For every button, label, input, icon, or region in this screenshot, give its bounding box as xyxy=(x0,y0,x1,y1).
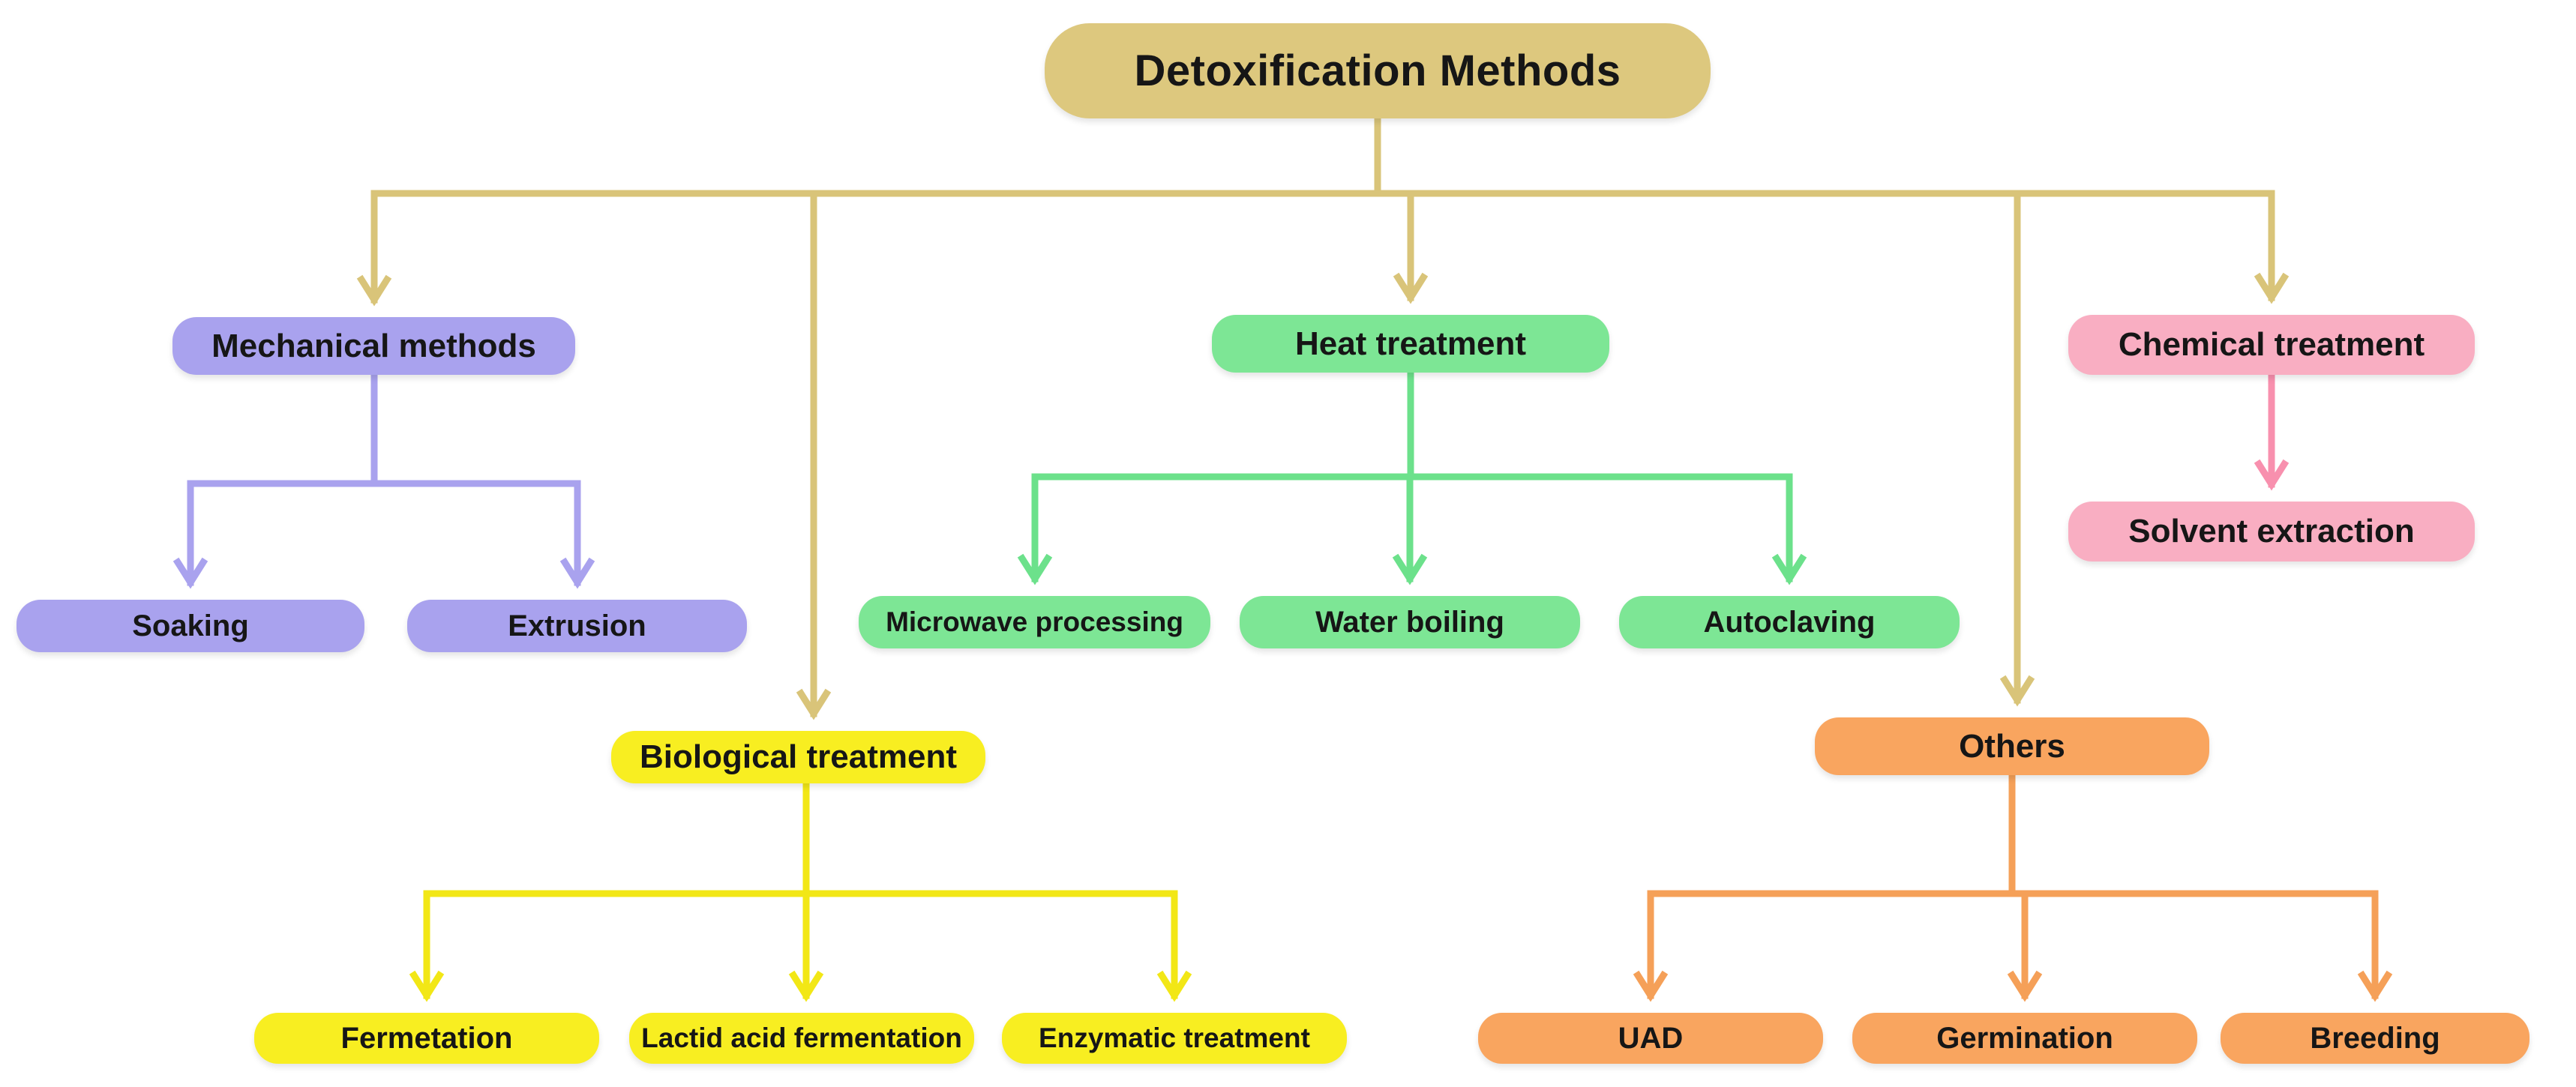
node-solvent-extraction: Solvent extraction xyxy=(2068,502,2475,561)
node-label: Breeding xyxy=(2310,1021,2440,1055)
node-extrusion: Extrusion xyxy=(407,600,747,652)
node-label: Soaking xyxy=(132,609,249,642)
node-biological-treatment: Biological treatment xyxy=(611,731,985,783)
node-label: Germination xyxy=(1936,1021,2113,1055)
node-label: Water boiling xyxy=(1315,605,1504,639)
node-label: Chemical treatment xyxy=(2118,326,2425,363)
node-heat-treatment: Heat treatment xyxy=(1212,315,1609,373)
node-label: Fermetation xyxy=(340,1021,513,1055)
node-detoxification-methods: Detoxification Methods xyxy=(1045,23,1711,118)
node-chemical-treatment: Chemical treatment xyxy=(2068,315,2475,375)
node-label: Enzymatic treatment xyxy=(1039,1023,1310,1053)
node-germination: Germination xyxy=(1852,1013,2197,1064)
node-lactid-acid-fermentation: Lactid acid fermentation xyxy=(629,1013,974,1064)
node-label: Microwave processing xyxy=(886,606,1183,637)
node-label: Detoxification Methods xyxy=(1134,46,1621,95)
node-others: Others xyxy=(1815,717,2209,775)
node-label: Extrusion xyxy=(508,609,646,642)
node-breeding: Breeding xyxy=(2221,1013,2530,1064)
node-microwave-processing: Microwave processing xyxy=(859,596,1210,648)
node-label: Biological treatment xyxy=(640,738,957,775)
node-label: Mechanical methods xyxy=(211,327,536,364)
node-label: Solvent extraction xyxy=(2128,513,2415,549)
node-label: Others xyxy=(1959,727,2065,765)
node-label: UAD xyxy=(1618,1021,1684,1055)
node-autoclaving: Autoclaving xyxy=(1619,596,1960,648)
node-uad: UAD xyxy=(1478,1013,1823,1064)
node-water-boiling: Water boiling xyxy=(1240,596,1580,648)
node-mechanical-methods: Mechanical methods xyxy=(172,317,575,375)
node-fermetation: Fermetation xyxy=(254,1013,599,1064)
node-label: Lactid acid fermentation xyxy=(641,1023,962,1053)
node-soaking: Soaking xyxy=(16,600,364,652)
node-enzymatic-treatment: Enzymatic treatment xyxy=(1002,1013,1347,1064)
node-label: Heat treatment xyxy=(1294,325,1527,362)
node-label: Autoclaving xyxy=(1703,605,1876,639)
